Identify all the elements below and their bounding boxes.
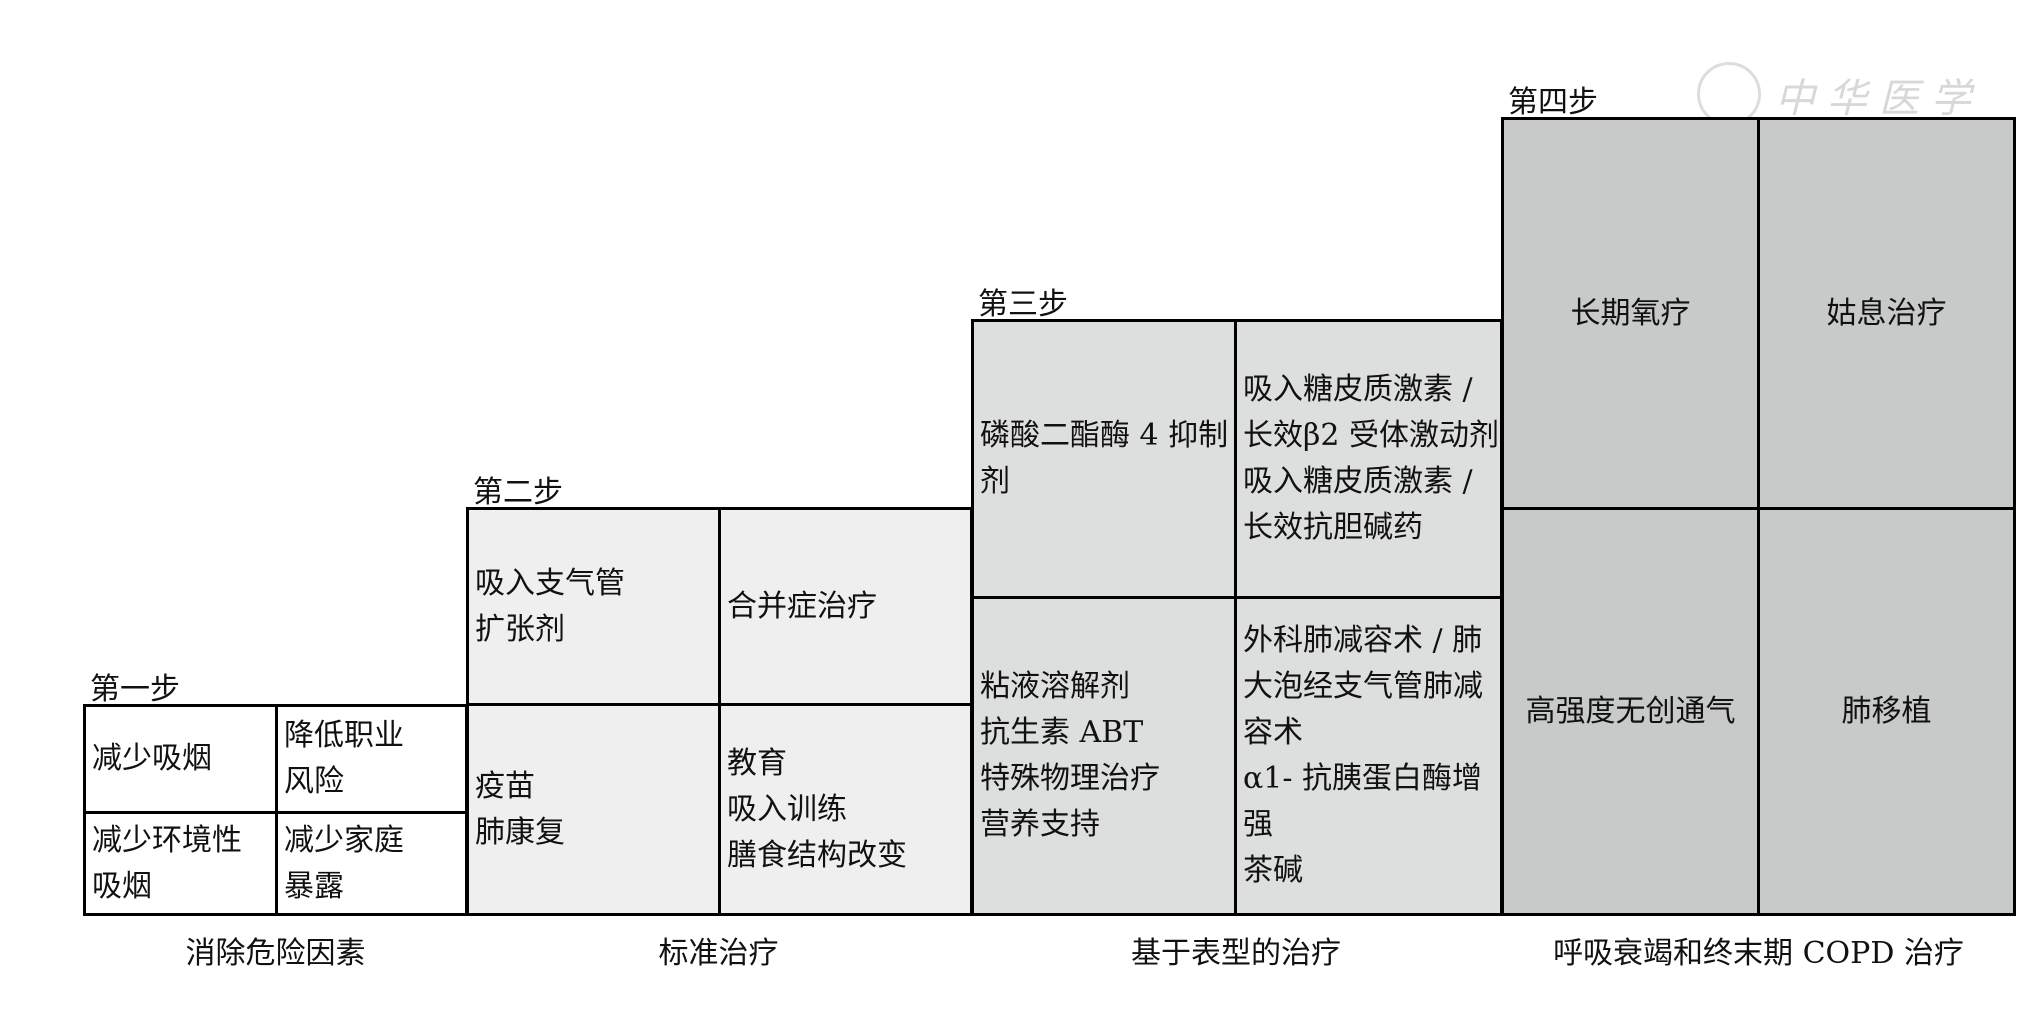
cell-text-line: 长效β2 受体激动剂 [1243,418,1499,453]
cell-text-line: 长效抗胆碱药 [1243,510,1423,545]
cell-text-line: 吸入支气管 [475,565,625,601]
step-3-box [971,319,1503,916]
step-3-label: 第三步 [978,287,1068,322]
cell-text-line: 减少家庭 [284,822,404,858]
step-4-label: 第四步 [1508,85,1598,120]
cell-text-line: 肺康复 [475,814,565,850]
step-4-cell-1: 长期氧疗 [1504,120,1757,507]
cell-text-line: 营养支持 [980,807,1100,842]
cell-text-line: 膳食结构改变 [727,837,907,873]
cell-text-line: 风险 [284,764,344,799]
step-2-cell-2: 合并症治疗 [721,510,970,703]
cell-divider [83,811,468,814]
step-3-cell-2: 吸入糖皮质激素 / 长效β2 受体激动剂吸入糖皮质激素 / 长效抗胆碱药 [1237,322,1500,596]
step-2-category: 标准治疗 [658,936,779,971]
cell-text-line: 茶碱 [1243,853,1303,888]
cell-text-line: 粘液溶解剂 [980,669,1130,704]
step-4-cell-3: 高强度无创通气 [1504,510,1757,913]
cell-text-line: 抗生素 ABT [980,715,1144,750]
step-2-label: 第二步 [473,475,563,510]
cell-text-line: 减少环境性 [92,822,242,858]
step-1-cell-1: 减少吸烟 [86,707,275,811]
cell-text-line: 教育 [727,745,787,781]
step-3-cell-4: 外科肺减容术 / 肺大泡经支气管肺减容术 α1- 抗胰蛋白酶增强茶碱 [1237,599,1500,913]
cell-text-line: 长期氧疗 [1570,295,1691,331]
cell-divider [1757,117,1760,916]
cell-text-line: 吸入训练 [727,791,847,827]
cell-text-line: 扩张剂 [475,611,565,647]
step-1-cell-4: 减少家庭暴露 [278,814,465,913]
cell-divider [466,703,973,706]
step-2-cell-3: 疫苗肺康复 [469,706,718,913]
cell-text-line: 吸入糖皮质激素 / [1243,464,1473,499]
step-3-cell-1: 磷酸二酯酶 4 抑制剂 [974,322,1234,596]
cell-divider [718,507,721,916]
cell-text-line: 肺移植 [1841,693,1932,729]
cell-divider [275,704,278,916]
cell-text-line: 剂 [980,464,1010,499]
cell-text-line: 大泡经支气管肺减 [1243,669,1483,704]
cell-text-line: α1- 抗胰蛋白酶增强 [1243,761,1483,842]
step-4-cell-2: 姑息治疗 [1760,120,2013,507]
step-1-cell-3: 减少环境性吸烟 [86,814,275,913]
cell-text-line: 疫苗 [475,768,535,804]
cell-text-line: 暴露 [284,868,344,904]
step-3-category: 基于表型的治疗 [1131,936,1341,971]
step-1-cell-2: 降低职业风险 [278,707,465,811]
step-2-cell-1: 吸入支气管扩张剂 [469,510,718,703]
cell-text-line: 容术 [1243,715,1303,750]
cell-text-line: 姑息治疗 [1826,295,1947,331]
cell-divider [1501,507,2016,510]
cell-divider [1234,319,1237,916]
cell-text-line: 外科肺减容术 / 肺 [1243,623,1483,658]
cell-text-line: 磷酸二酯酶 4 抑制 [980,418,1229,453]
cell-text-line: 高强度无创通气 [1525,693,1736,729]
step-1-category: 消除危险因素 [185,936,366,971]
step-3-cell-3: 粘液溶解剂抗生素 ABT 特殊物理治疗营养支持 [974,599,1234,913]
step-4-cell-4: 肺移植 [1760,510,2013,913]
cell-divider [971,596,1503,599]
step-2-cell-4: 教育吸入训练膳食结构改变 [721,706,970,913]
cell-text-line: 特殊物理治疗 [980,761,1160,796]
cell-text-line: 吸烟 [92,868,152,904]
cell-text-line: 吸入糖皮质激素 / [1243,372,1473,407]
cell-text-line: 合并症治疗 [727,588,877,624]
cell-text-line: 降低职业 [284,718,404,753]
step-1-label: 第一步 [90,672,180,707]
cell-text-line: 减少吸烟 [92,741,212,776]
step-4-category: 呼吸衰竭和终末期 COPD 治疗 [1553,936,1964,971]
